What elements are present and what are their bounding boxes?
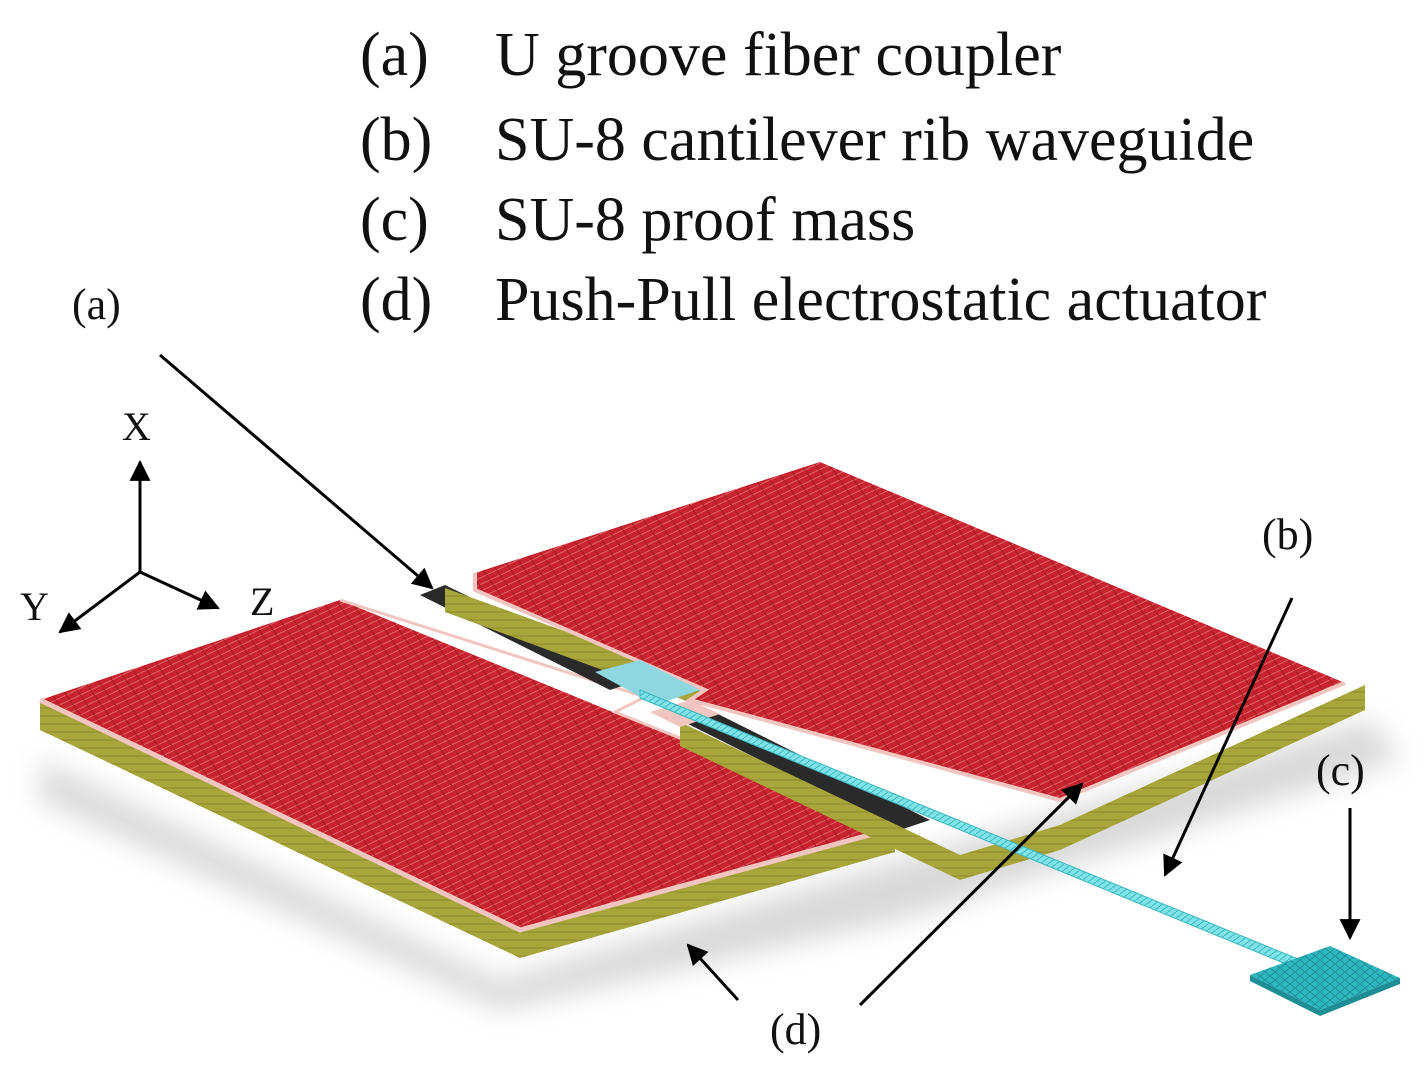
proof-mass [1250,946,1400,1016]
legend-item-b: (b) SU-8 cantilever rib waveguide [360,105,1254,175]
axis-label-y: Y [20,584,49,629]
callout-label-c: (c) [1316,746,1365,795]
legend-letter: (b) [360,106,433,174]
arrow-d-right [858,782,1084,1007]
legend-item-c: (c) SU-8 proof mass [360,185,915,255]
callout-label-d: (d) [770,1005,822,1054]
axis-label-x: X [122,404,151,449]
legend-letter: (a) [360,21,429,89]
arrow-a [159,353,434,590]
arrow-b [1163,597,1294,877]
legend-text: SU-8 cantilever rib waveguide [495,106,1255,174]
legend-item-d: (d) Push-Pull electrostatic actuator [360,265,1266,335]
legend-letter: (c) [360,186,429,254]
legend-text: SU-8 proof mass [495,186,916,254]
axis-triad [58,459,220,634]
legend-text: U groove fiber coupler [495,21,1062,89]
legend-text: Push-Pull electrostatic actuator [495,266,1267,334]
arrow-d-left [686,943,740,1002]
left-actuator-plate [38,598,896,958]
callout-label-b: (b) [1262,510,1314,559]
legend-letter: (d) [360,266,433,334]
shadow [40,720,1400,1010]
axis-label-z: Z [250,579,275,624]
callout-arrows [159,353,1361,1007]
callout-label-a: (a) [72,280,121,329]
legend-item-a: (a) U groove fiber coupler [360,20,1061,90]
